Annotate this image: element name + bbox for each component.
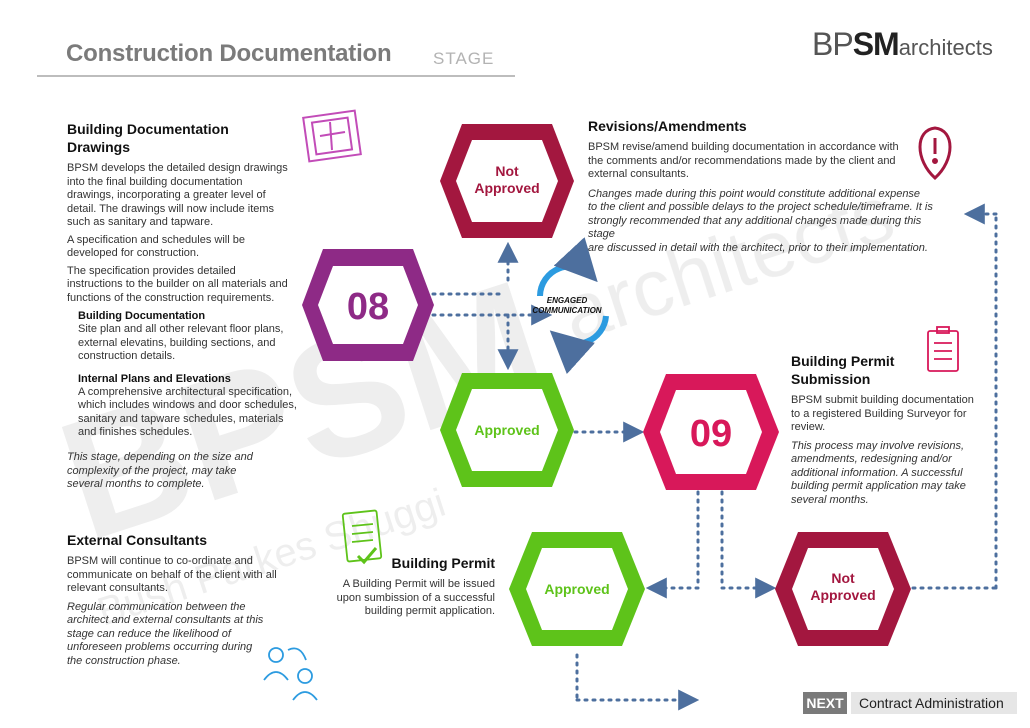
blueprint-icon (302, 109, 362, 163)
bd-section: Building Documentation Site plan and all… (78, 310, 318, 440)
page-title: Construction Documentation (66, 40, 392, 67)
connectors (431, 203, 998, 711)
svg-text:COMMUNICATION: COMMUNICATION (532, 306, 601, 315)
page-subtitle: STAGE (433, 49, 495, 68)
next-button[interactable]: NEXT (803, 692, 847, 714)
svg-text:09: 09 (690, 413, 732, 455)
revisions-title: Revisions/Amendments (588, 118, 747, 134)
hex-not-approved-top: Not Approved (440, 124, 574, 238)
drawings-paragraph-1: BPSM develops the detailed design drawin… (67, 162, 288, 228)
svg-text:Approved: Approved (544, 581, 609, 597)
checklist-icon (927, 326, 959, 372)
building-permit-title: Building Permit (391, 555, 495, 571)
bd-text: Site plan and all other relevant floor p… (78, 323, 284, 362)
svg-text:Approved: Approved (474, 180, 539, 196)
logo: BPSMarchitects (812, 26, 993, 62)
ipe-text: A comprehensive architectural specificat… (78, 385, 297, 439)
svg-text:08: 08 (347, 286, 389, 328)
revisions-paragraph: BPSM revise/amend building documentation… (588, 141, 899, 180)
permit-submission-note: This process may involve revisions,amend… (791, 439, 966, 506)
alert-pin-icon (918, 126, 952, 181)
svg-text:Approved: Approved (810, 587, 875, 603)
external-consultants-section: External Consultants BPSM will continue … (67, 531, 307, 668)
building-permit-section: Building Permit A Building Permit will b… (330, 554, 495, 619)
consultants-icon (263, 647, 318, 701)
svg-text:Approved: Approved (474, 422, 539, 438)
hex-approved-mid: Approved (440, 373, 574, 487)
svg-text:ENGAGED: ENGAGED (547, 296, 588, 305)
hex-step-08: 08 (302, 249, 434, 361)
hex-step-09: 09 (643, 374, 779, 490)
revisions-section: Revisions/Amendments BPSM revise/amend b… (588, 117, 948, 255)
hex-approved-low: Approved (509, 532, 645, 646)
ext-title: External Consultants (67, 532, 208, 548)
ipe-title: Internal Plans and Elevations (78, 372, 231, 385)
bd-title: Building Documentation (78, 310, 206, 322)
next-stage-link[interactable]: Contract Administration (851, 692, 1017, 714)
title-divider (37, 75, 515, 77)
permit-checklist-icon (341, 509, 383, 565)
svg-text:Not: Not (495, 163, 519, 179)
revisions-note: Changes made during this point would con… (588, 187, 933, 254)
svg-text:Not: Not (831, 570, 855, 586)
engaged-communication: ENGAGED COMMUNICATION (532, 237, 609, 375)
hex-not-approved-low: Not Approved (775, 532, 911, 646)
